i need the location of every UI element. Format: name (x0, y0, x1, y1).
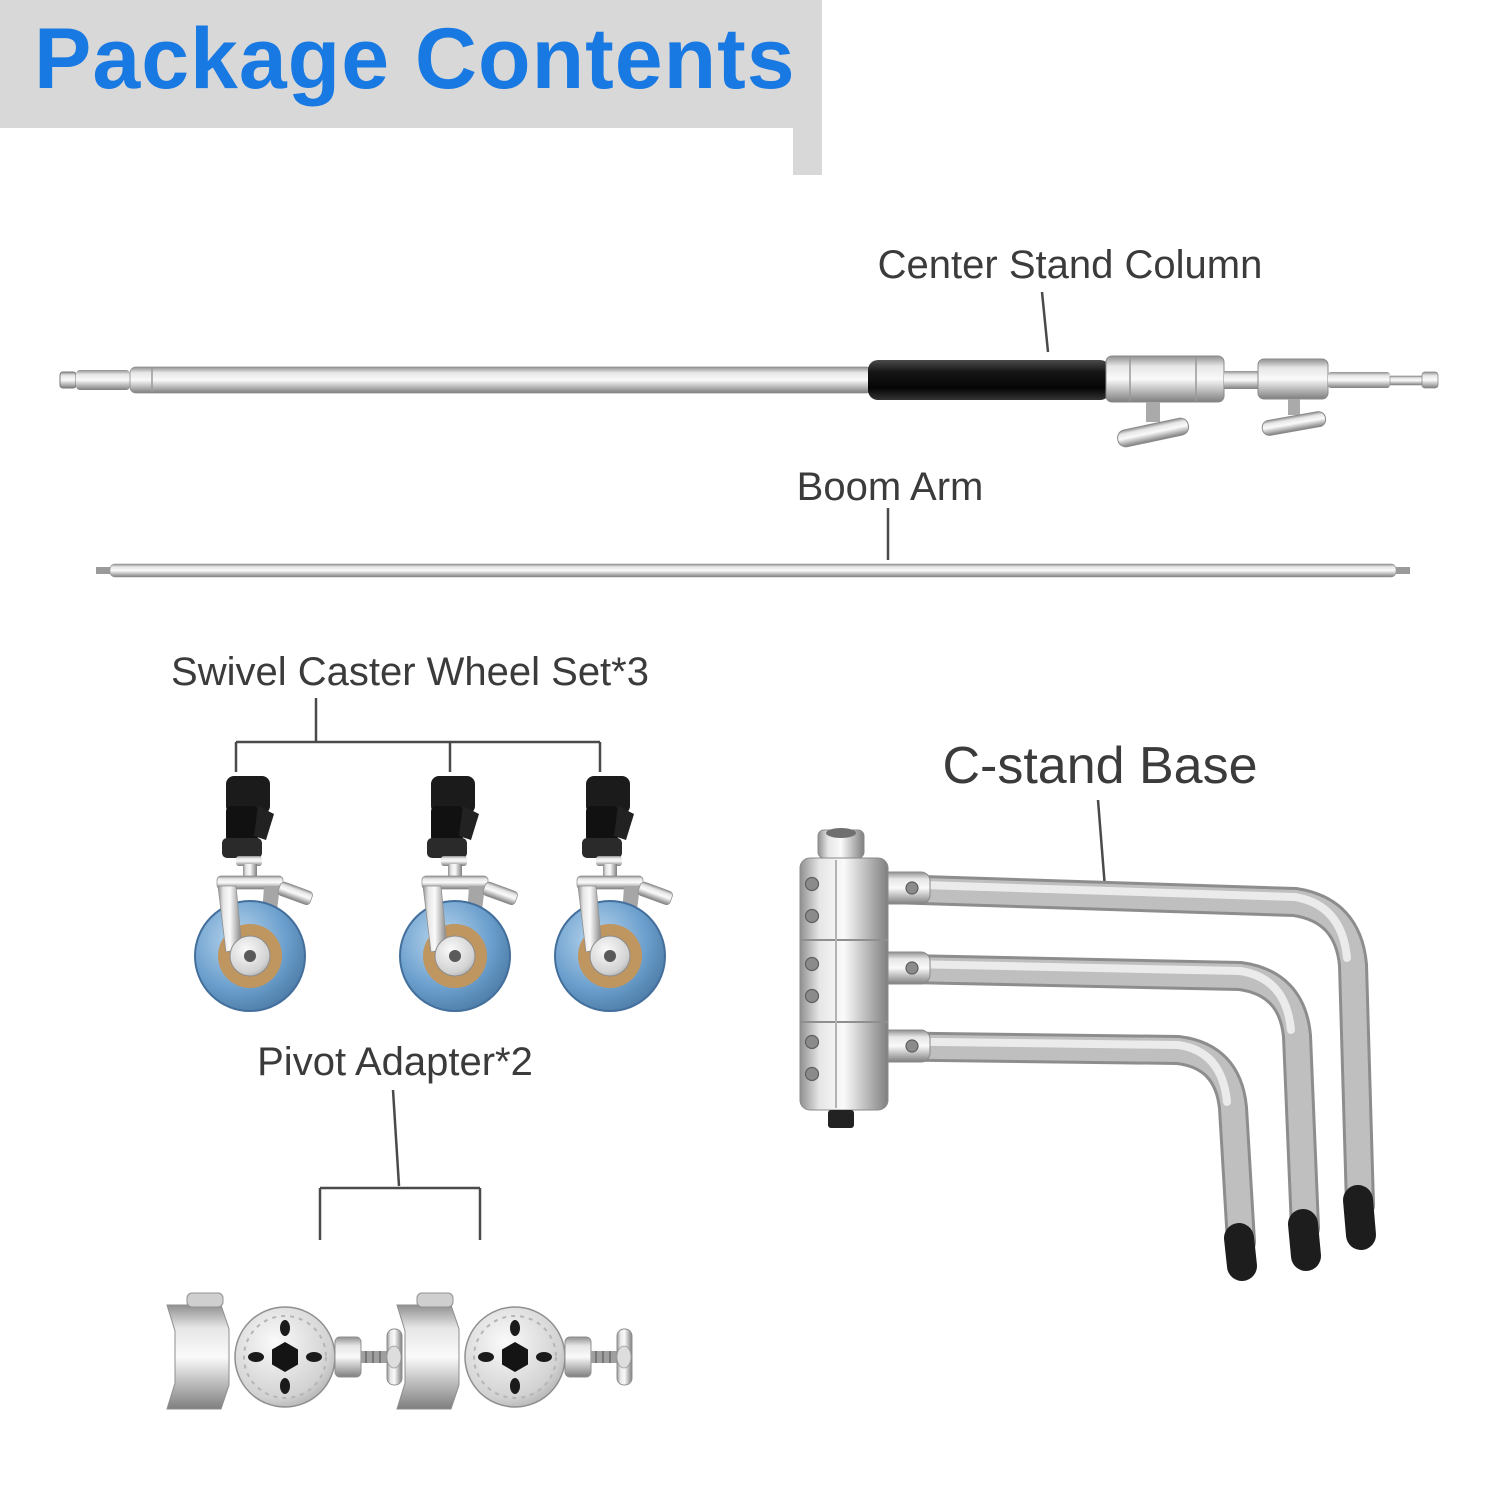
label-boom-arm: Boom Arm (796, 465, 984, 509)
label-swivel-caster-wheel-set: Swivel Caster Wheel Set*3 (171, 650, 649, 694)
title-banner-notch (793, 128, 822, 175)
page-title: Package Contents (34, 11, 796, 107)
caster-wheel-set-drawing (194, 775, 675, 1012)
leader-cstand-base (1096, 799, 1107, 889)
leader-center-column (1040, 291, 1050, 353)
boom-arm-drawing (96, 563, 1410, 578)
center-stand-column-drawing (59, 355, 1439, 448)
label-cstand-base: C-stand Base (942, 737, 1258, 795)
bracket-pivot-adapter (318, 1089, 482, 1240)
pivot-adapter-set-drawing (166, 1292, 633, 1410)
leader-lines (234, 291, 1107, 1240)
title-banner (0, 0, 822, 128)
bracket-caster-set (234, 698, 602, 772)
label-pivot-adapter: Pivot Adapter*2 (257, 1040, 533, 1084)
label-center-stand-column: Center Stand Column (877, 243, 1263, 287)
c-stand-base-drawing (799, 828, 1376, 1281)
